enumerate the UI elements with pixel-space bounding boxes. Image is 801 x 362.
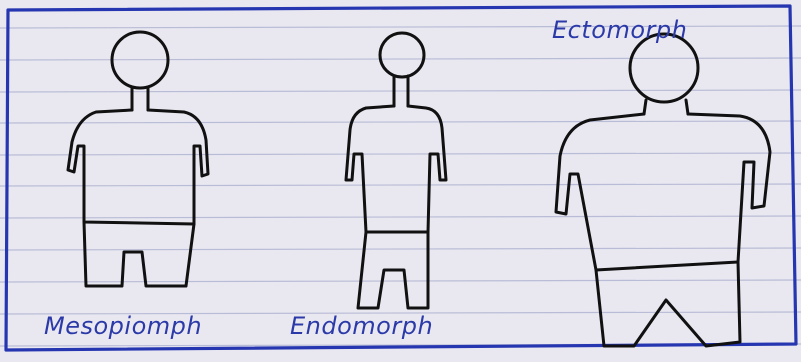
endomorph-label: Endomorph (290, 312, 433, 340)
endomorph-body (346, 106, 446, 232)
ectomorph-label: Ectomorph (552, 16, 687, 44)
ectomorph-legs (596, 262, 740, 346)
page-border (6, 6, 796, 350)
endomorph-head (380, 33, 424, 77)
ectomorph-head (630, 34, 698, 102)
endomorph-figure (346, 33, 446, 308)
ectomorph-body (556, 114, 770, 270)
ectomorph-figure (556, 34, 770, 346)
mesomorph-body (68, 110, 208, 224)
mesomorph-figure (68, 32, 208, 286)
mesomorph-neck (132, 87, 148, 110)
endomorph-legs (358, 232, 428, 308)
ruled-lines (0, 26, 801, 346)
mesomorph-legs (84, 222, 194, 286)
mesomorph-label: Mesopiomph (44, 312, 202, 340)
